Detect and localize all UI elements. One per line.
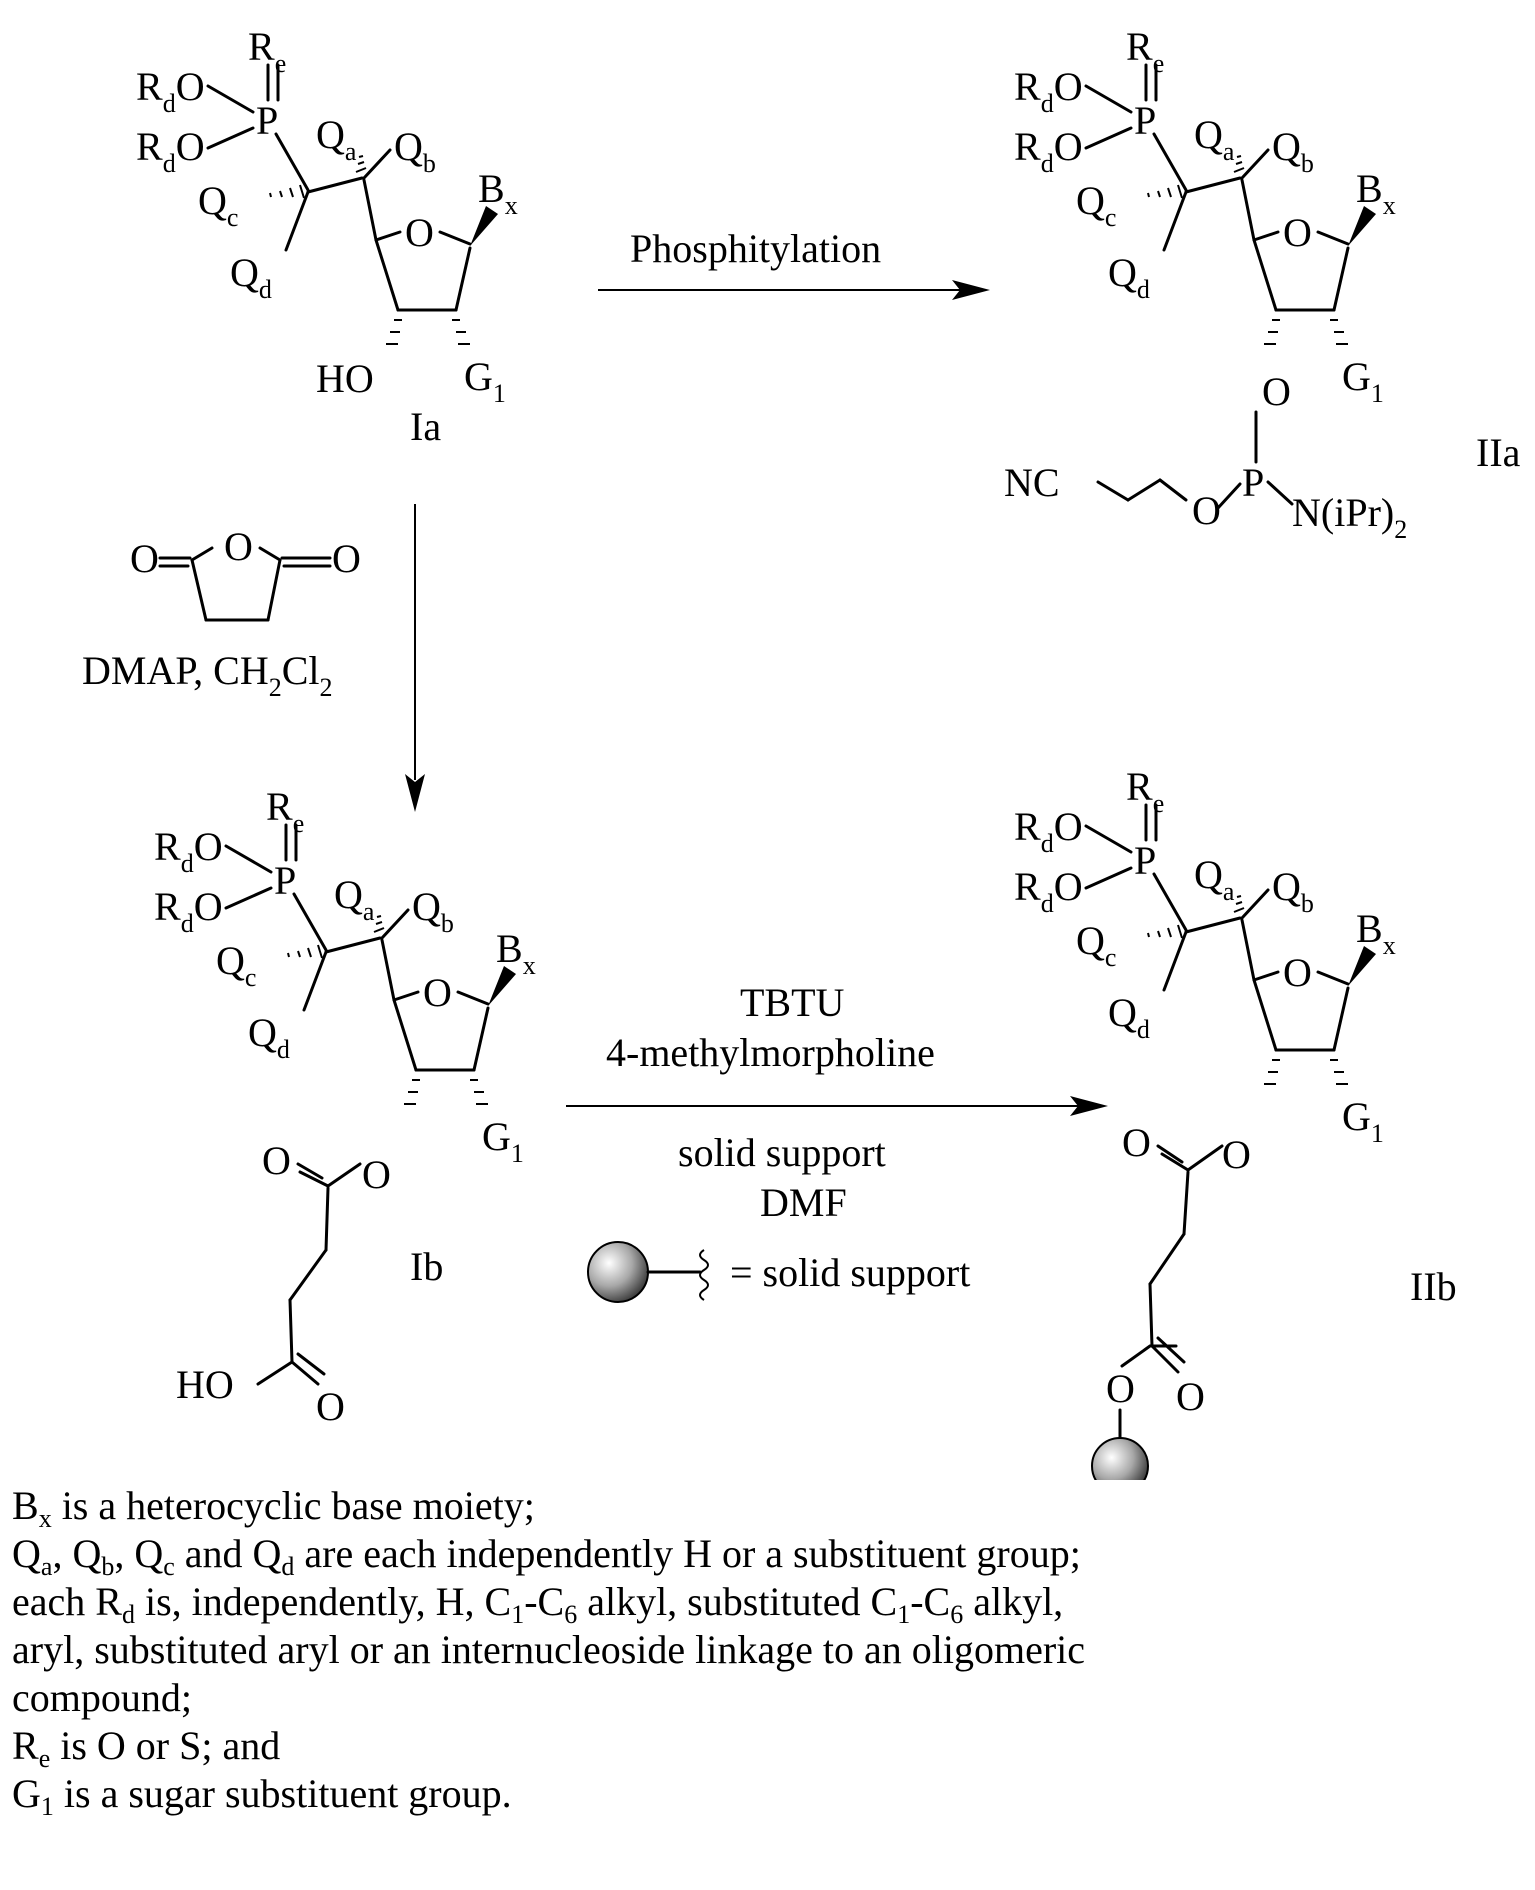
solid-support-key: = solid support	[588, 1242, 970, 1302]
svg-text:O: O	[1222, 1132, 1251, 1177]
legend-line-aryl: aryl, substituted aryl or an internucleo…	[12, 1626, 1522, 1674]
solid-support-bead-key	[588, 1242, 648, 1302]
legend: Bx is a heterocyclic base moiety; Qa, Qb…	[12, 1482, 1522, 1818]
svg-text:DMF: DMF	[760, 1180, 847, 1225]
svg-text:4-methylmorpholine: 4-methylmorpholine	[606, 1030, 935, 1075]
svg-text:O: O	[1262, 369, 1291, 414]
svg-text:N(iPr)2: N(iPr)2	[1292, 490, 1407, 544]
svg-text:Ia: Ia	[410, 404, 441, 449]
legend-line-bx: Bx is a heterocyclic base moiety;	[12, 1482, 1522, 1530]
svg-text:O: O	[1192, 488, 1221, 533]
svg-text:O: O	[1122, 1120, 1151, 1165]
svg-text:= solid support: = solid support	[730, 1250, 970, 1295]
svg-text:O: O	[405, 210, 434, 255]
svg-text:G1: G1	[464, 354, 506, 408]
svg-text:O: O	[1176, 1374, 1205, 1419]
svg-text:O: O	[1106, 1366, 1135, 1411]
svg-text:O: O	[332, 536, 361, 581]
svg-text:Qa: Qa	[316, 112, 357, 166]
legend-line-g1: G1 is a sugar substituent group.	[12, 1770, 1522, 1818]
svg-text:O: O	[224, 524, 253, 569]
nucleoside-core: Re RdO P RdO Qa Qb Qc Qd O Bx G1	[136, 24, 518, 408]
svg-text:IIb: IIb	[1410, 1264, 1457, 1309]
arrow-succinylation: O O O DMAP, CH2Cl2	[82, 504, 425, 812]
svg-text:P: P	[256, 98, 278, 143]
svg-text:O: O	[130, 536, 159, 581]
legend-line-re: Re is O or S; and	[12, 1722, 1522, 1770]
svg-text:Phosphitylation: Phosphitylation	[630, 226, 881, 271]
solid-support-bead-IIb	[1092, 1438, 1148, 1480]
svg-text:HO: HO	[316, 356, 374, 401]
svg-text:Qd: Qd	[230, 250, 272, 304]
arrow-phosphitylation: Phosphitylation	[598, 226, 990, 300]
arrow-coupling: TBTU 4-methylmorpholine solid support DM…	[566, 980, 1108, 1302]
legend-line-rd: each Rd is, independently, H, C1-C6 alky…	[12, 1578, 1522, 1626]
svg-text:O: O	[362, 1152, 391, 1197]
svg-text:NC: NC	[1004, 460, 1060, 505]
svg-text:IIa: IIa	[1476, 430, 1521, 475]
svg-text:Qc: Qc	[198, 178, 238, 232]
svg-text:Qb: Qb	[394, 124, 436, 178]
svg-text:RdO: RdO	[136, 124, 205, 178]
succinic-anhydride: O O O	[130, 524, 361, 620]
compound-IIb: O O O O IIb	[1014, 764, 1457, 1480]
svg-text:DMAP, CH2Cl2: DMAP, CH2Cl2	[82, 648, 333, 702]
legend-line-q: Qa, Qb, Qc and Qd are each independently…	[12, 1530, 1522, 1578]
reaction-scheme: Re RdO P RdO Qa Qb Qc Qd O Bx G1 HO Ia O…	[0, 0, 1535, 1480]
compound-Ia: HO Ia	[316, 356, 441, 449]
legend-line-compound: compound;	[12, 1674, 1522, 1722]
svg-text:P: P	[1242, 460, 1264, 505]
svg-text:TBTU: TBTU	[740, 980, 845, 1025]
svg-text:solid support: solid support	[678, 1130, 886, 1175]
compound-IIa: O P O NC N(iPr)2 IIa	[1004, 24, 1521, 544]
svg-text:HO: HO	[176, 1362, 234, 1407]
svg-text:O: O	[316, 1384, 345, 1429]
svg-text:O: O	[262, 1138, 291, 1183]
svg-text:RdO: RdO	[136, 64, 205, 118]
compound-Ib: O O HO O Ib	[154, 784, 536, 1429]
svg-text:Ib: Ib	[410, 1244, 443, 1289]
